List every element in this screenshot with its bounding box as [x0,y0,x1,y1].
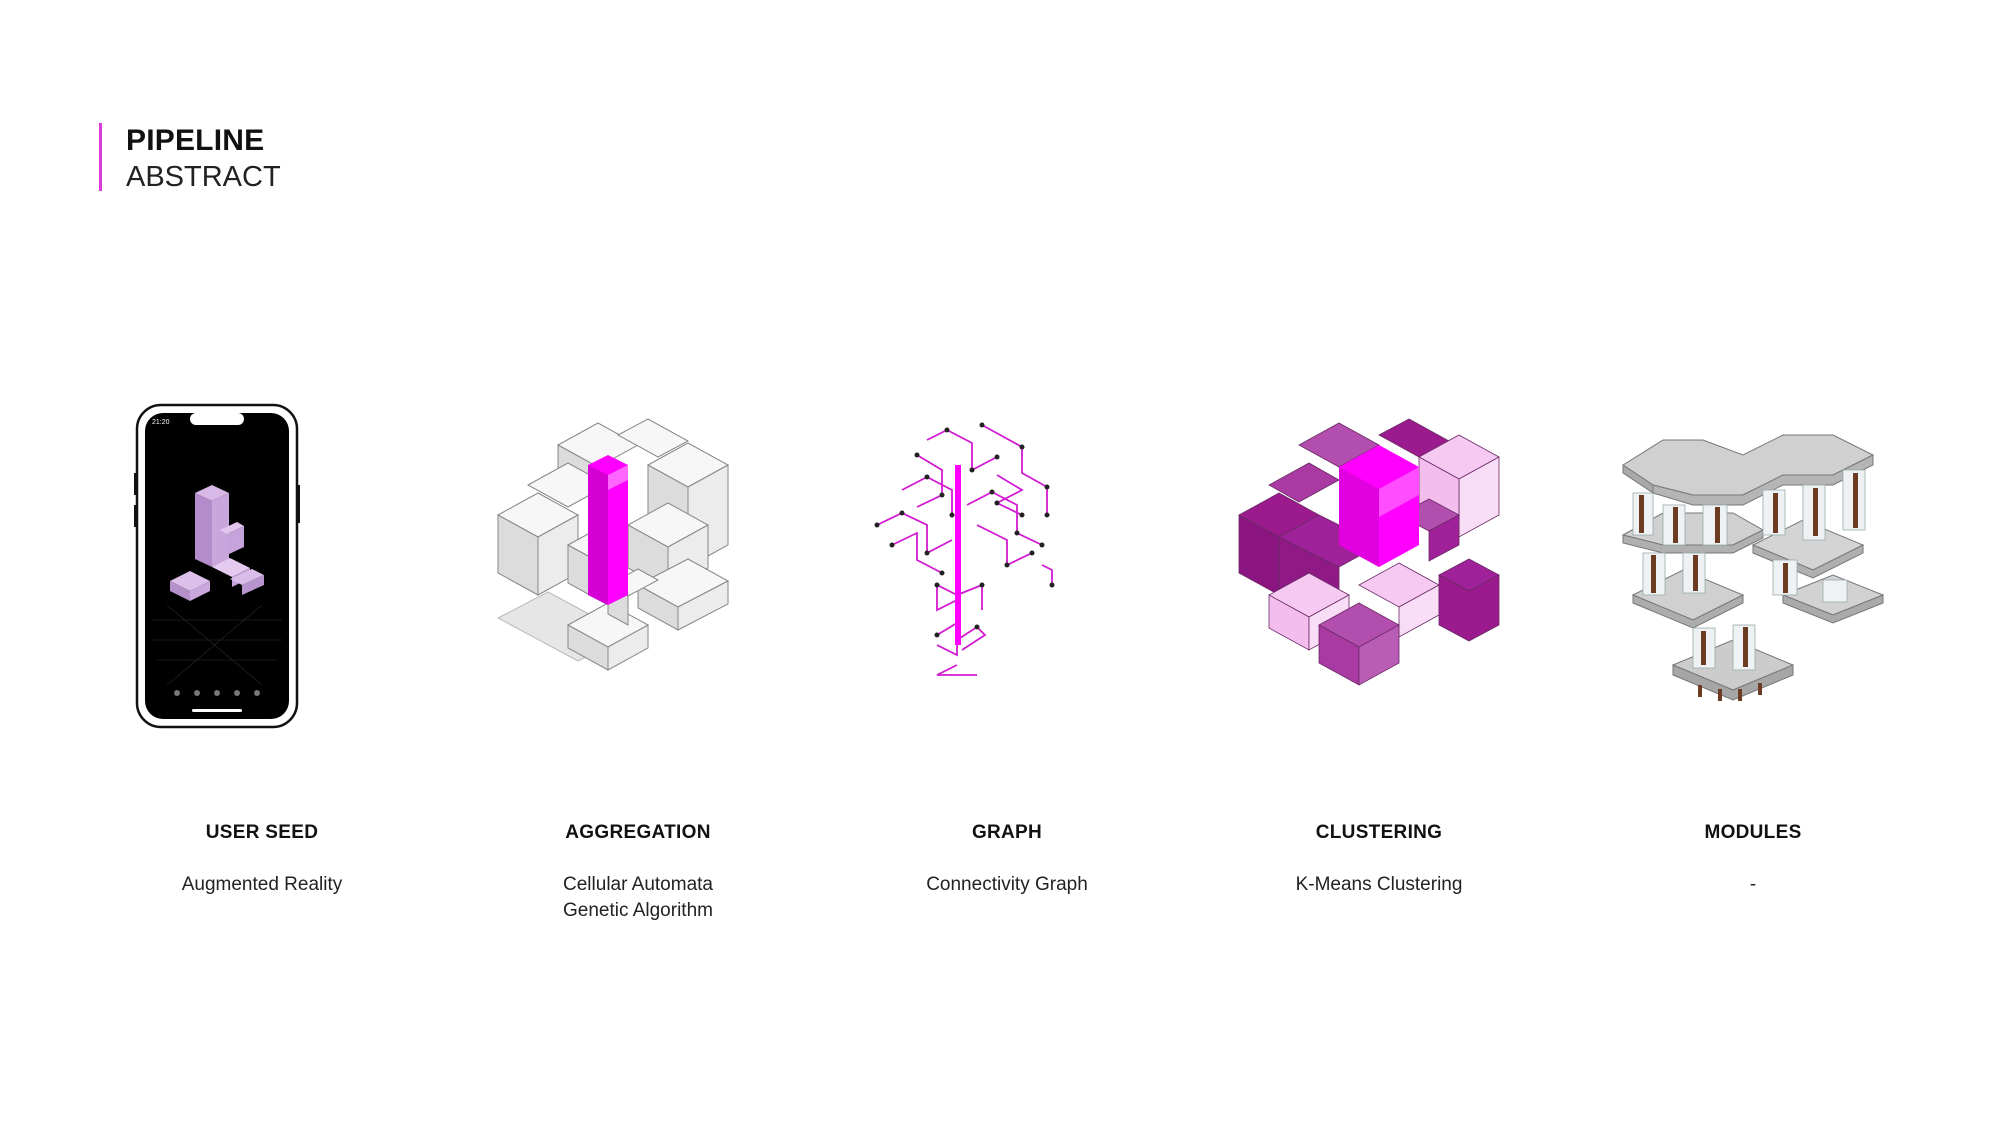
stage-label: AGGREGATION [565,822,711,843]
page-subtitle: ABSTRACT [126,161,281,193]
modules-render-icon [1621,434,1885,701]
voxel-aggregation-icon [496,418,730,671]
stage-description: - [1563,872,1943,898]
clustering-voxels-icon [1238,418,1500,686]
stage-description-line: - [1749,874,1757,895]
stage-description-line: Augmented Reality [181,874,343,895]
stage-description-line: Genetic Algorithm [563,900,713,921]
phone-time: 21:20 [152,419,170,426]
stage-description-line: K-Means Clustering [1295,874,1463,895]
stage-user-seed: 21:20 USER SEED Augmented Reality [72,0,452,1125]
connectivity-graph-icon [874,422,1055,676]
stage-description: K-Means Clustering [1189,872,1569,898]
stage-modules: MODULES - [1563,0,1943,1125]
page-title-block: PIPELINE ABSTRACT [99,123,281,193]
stage-graph: GRAPH Connectivity Graph [817,0,1197,1125]
stage-description: Connectivity Graph [817,872,1197,898]
stage-label: GRAPH [971,822,1043,843]
stage-label: CLUSTERING [1315,822,1443,843]
stage-label: USER SEED [205,822,319,843]
stage-description-line: Connectivity Graph [926,874,1088,895]
stage-aggregation: AGGREGATION Cellular Automata Genetic Al… [448,0,828,1125]
stage-description: Augmented Reality [72,872,452,898]
stage-description: Cellular Automata Genetic Algorithm [448,872,828,924]
page-title: PIPELINE [126,124,265,157]
stage-description-line: Cellular Automata [563,874,713,895]
stage-clustering: CLUSTERING K-Means Clustering [1189,0,1569,1125]
phone-ar-icon: 21:20 [134,403,300,729]
stage-label: MODULES [1704,822,1802,843]
